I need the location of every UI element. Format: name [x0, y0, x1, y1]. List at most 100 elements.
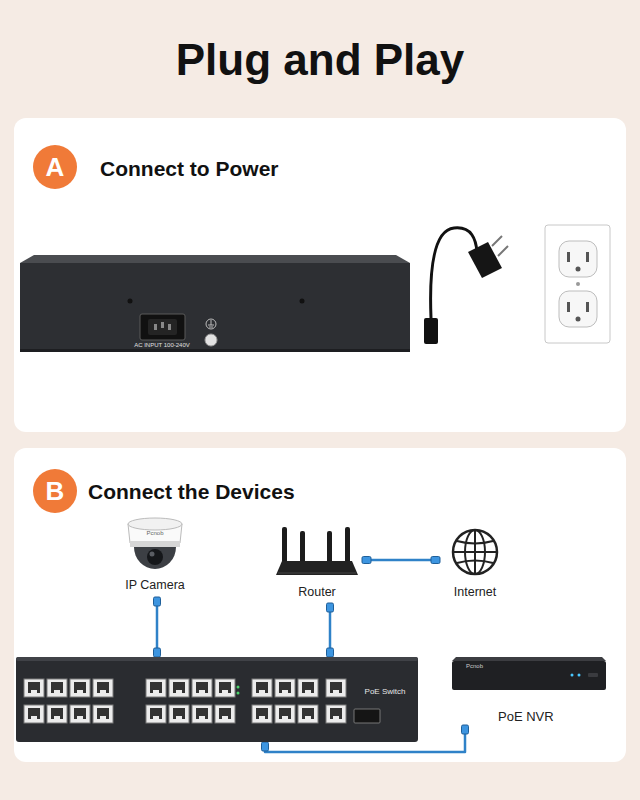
plug-prong	[492, 236, 502, 246]
poe-nvr: PoE NVRPcnob	[452, 655, 620, 725]
device-label: IP Camera	[115, 578, 195, 593]
lens-highlight	[150, 552, 155, 557]
svg-use	[93, 705, 113, 723]
svg-use	[275, 705, 295, 723]
svg-use	[298, 705, 318, 723]
globe-parallel	[457, 561, 493, 564]
svg-use	[326, 705, 346, 723]
globe-icon	[440, 527, 510, 577]
socket-pin	[154, 324, 157, 330]
cable-plug	[154, 597, 161, 606]
nvr-led	[578, 674, 581, 677]
step-letter: B	[33, 469, 77, 513]
svg-use	[215, 705, 235, 723]
step-letter: A	[33, 145, 77, 189]
svg-use	[47, 679, 67, 697]
slot	[586, 302, 589, 312]
step-heading: Connect the Devices	[88, 479, 295, 504]
screw	[576, 282, 580, 286]
switch-top-edge	[16, 657, 418, 661]
plug-prong	[498, 246, 508, 256]
ip-camera: IP Camera Pcnob	[115, 515, 195, 597]
svg-use	[146, 705, 166, 723]
internet: Internet	[440, 527, 510, 603]
cable-plug	[431, 557, 440, 564]
status-led	[237, 692, 240, 695]
router-body	[276, 561, 358, 575]
socket-pin	[168, 324, 171, 330]
socket-pin	[161, 322, 164, 328]
sfp-port	[354, 709, 380, 723]
globe-parallel	[457, 541, 493, 544]
svg-use	[24, 679, 44, 697]
screw	[300, 299, 305, 304]
slot	[567, 252, 570, 262]
slot	[586, 252, 589, 262]
svg-use	[70, 679, 90, 697]
antenna	[282, 527, 287, 565]
svg-use	[169, 679, 189, 697]
svg-use	[252, 705, 272, 723]
camera-lens	[147, 549, 163, 565]
svg-use	[275, 679, 295, 697]
step-heading: Connect to Power	[100, 156, 279, 181]
camera-icon	[115, 515, 195, 575]
ethernet-cable	[362, 559, 440, 562]
step-panel: Connect the Devices B IP Camera Pcnob Rout…	[14, 448, 626, 762]
svg-use	[252, 679, 272, 697]
iec-connector	[424, 318, 438, 344]
nvr-usb	[588, 673, 598, 677]
ground-screw	[205, 334, 217, 346]
ground-symbol-line	[211, 320, 212, 325]
antenna	[327, 531, 332, 565]
slot	[576, 267, 581, 272]
nvr-led	[571, 674, 574, 677]
globe-outline	[453, 530, 497, 574]
screw	[128, 299, 133, 304]
svg-use	[93, 679, 113, 697]
svg-use	[192, 679, 212, 697]
wall-outlet	[545, 225, 610, 343]
cable-plug	[262, 742, 269, 751]
device-label: Internet	[440, 585, 510, 600]
camera-collar	[130, 541, 180, 547]
nvr-body	[452, 661, 606, 690]
switch-rear-body	[20, 263, 410, 352]
step-badge: B	[33, 469, 77, 513]
camera-mount	[128, 518, 182, 530]
svg-use	[169, 705, 189, 723]
svg-use	[146, 679, 166, 697]
receptacle	[559, 291, 597, 327]
power-cord	[431, 228, 477, 318]
power-plug	[468, 242, 502, 278]
device-label: PoE NVR	[498, 709, 554, 725]
socket-inner	[148, 319, 177, 335]
ground-symbol	[206, 319, 216, 329]
svg-use	[298, 679, 318, 697]
receptacle	[559, 241, 597, 277]
rating-label: AC INPUT 100-240V	[132, 342, 192, 349]
nvr-top-face	[452, 657, 606, 661]
globe-parallel	[453, 551, 497, 553]
ground-symbol-line	[208, 325, 214, 326]
router: Router	[272, 527, 362, 603]
switch-bottom-edge	[20, 349, 410, 352]
antenna	[300, 531, 305, 565]
step-badge: A	[33, 145, 77, 189]
brand-label: Pcnob	[135, 530, 175, 537]
step-panel: Connect to Power A AC INPUT 100-240V	[14, 118, 626, 432]
poe-switch: PoE Switch	[16, 657, 418, 742]
cable-plug	[462, 725, 469, 734]
svg-use	[47, 705, 67, 723]
cable-plug	[154, 648, 161, 657]
switch-front-body	[16, 657, 418, 742]
antenna	[345, 527, 350, 565]
slot	[576, 317, 581, 322]
router-icon	[272, 527, 362, 577]
power-socket	[140, 314, 185, 340]
ground-symbol-line	[209, 327, 213, 328]
svg-use	[326, 679, 346, 697]
cable-plug	[327, 603, 334, 612]
camera-dome	[134, 547, 176, 569]
